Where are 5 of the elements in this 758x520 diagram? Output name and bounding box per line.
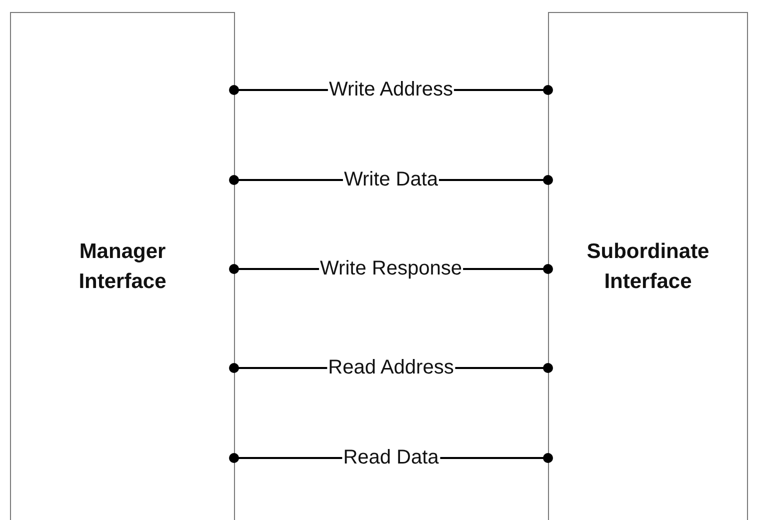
- edge-label: Write Response: [319, 258, 463, 280]
- interface-panel: [10, 12, 235, 520]
- interface-title: Subordinate Interface: [586, 239, 710, 294]
- interface-title: Manager Interface: [78, 239, 168, 294]
- interface-panel: [548, 12, 748, 520]
